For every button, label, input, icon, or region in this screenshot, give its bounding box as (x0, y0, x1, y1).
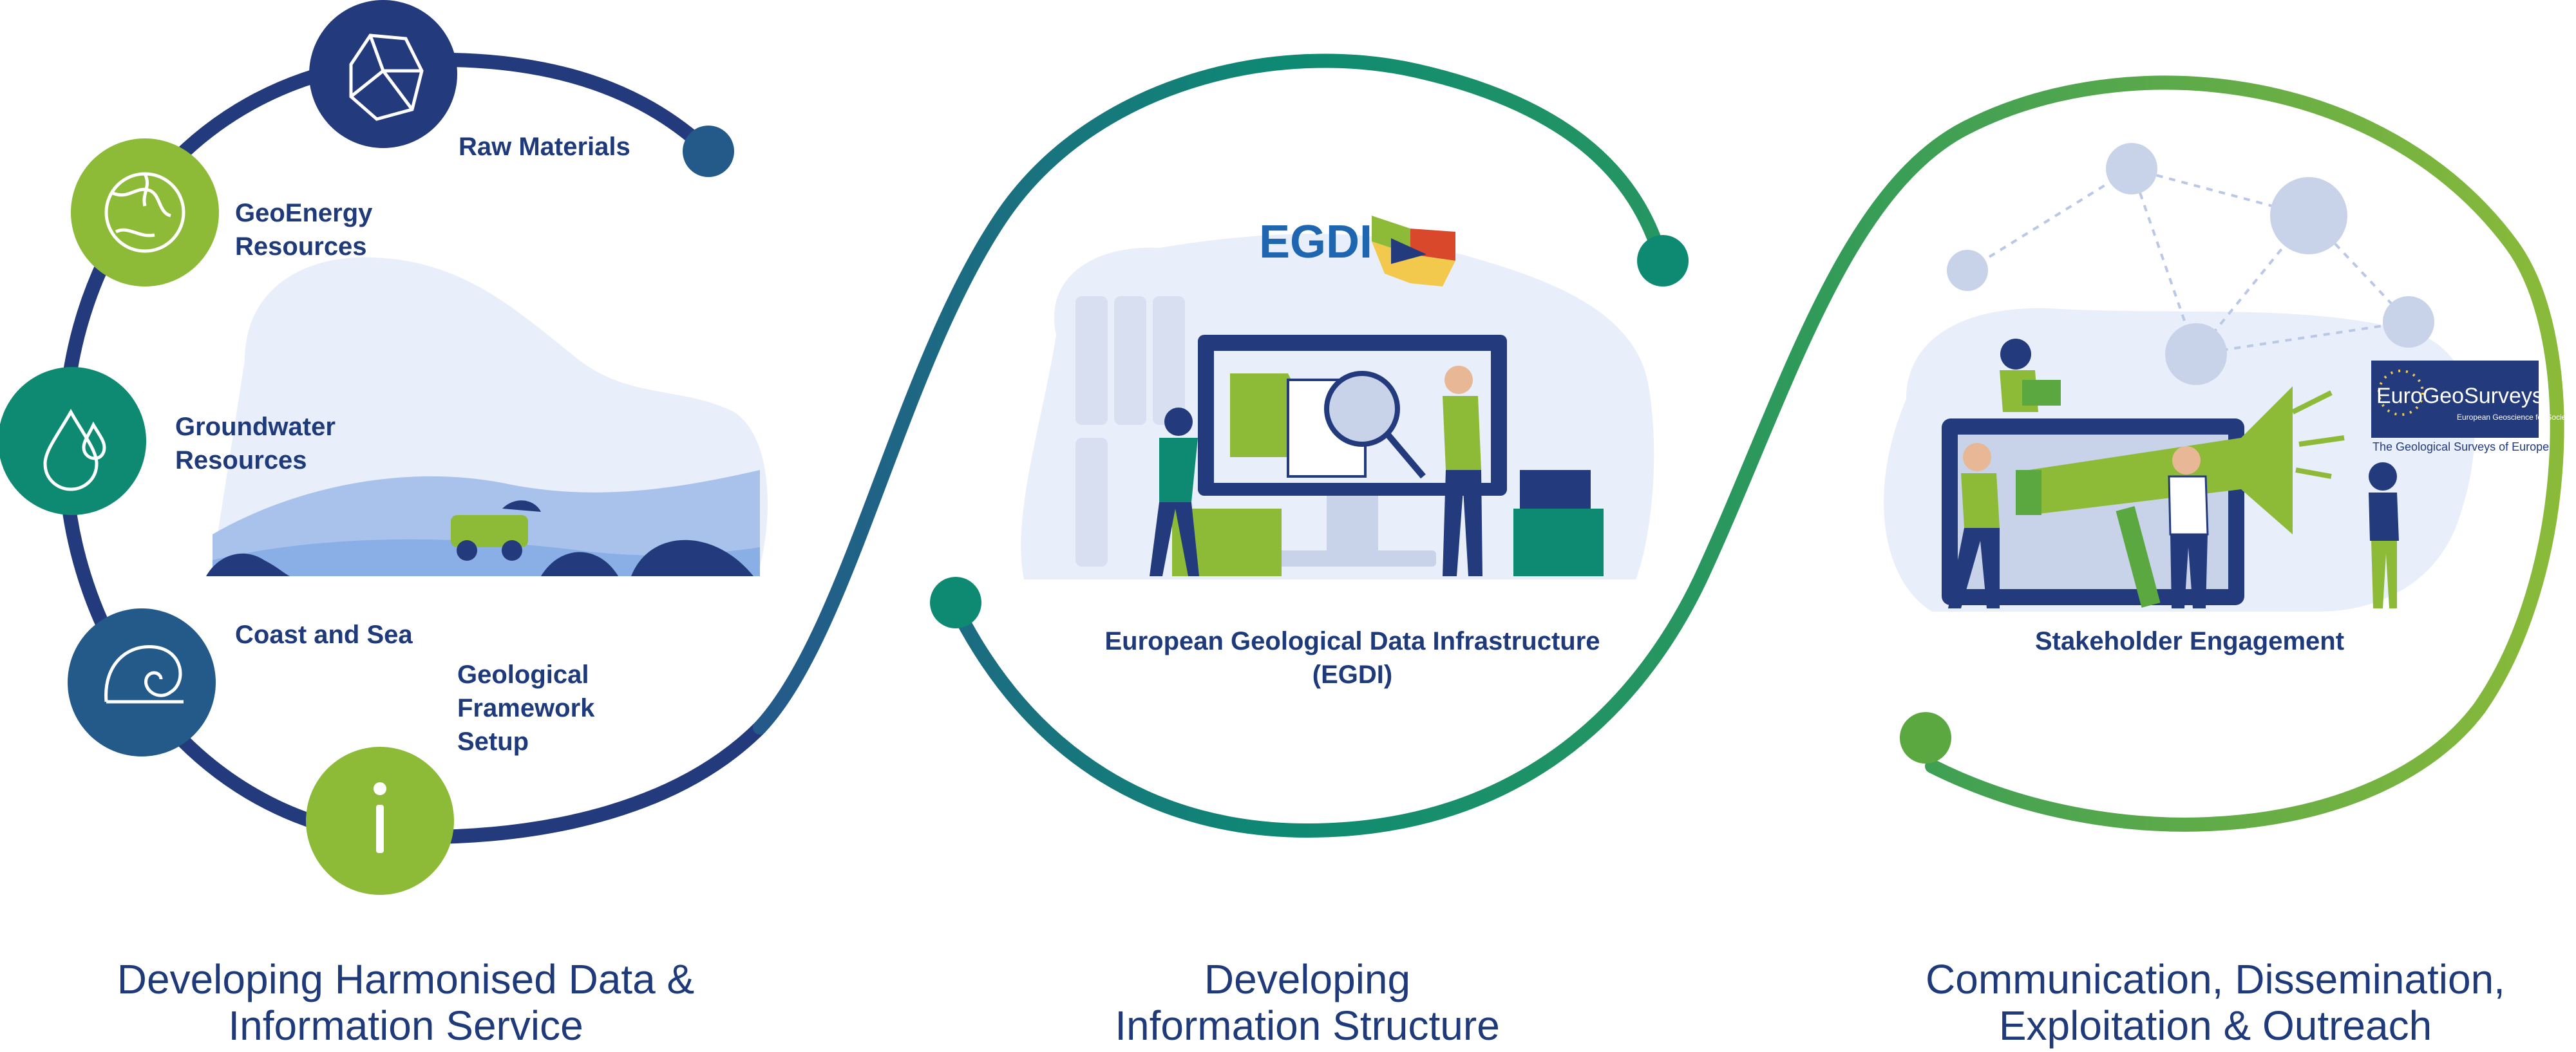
groundwater-node (0, 367, 146, 515)
egdi-label-line2: (EGDI) (1312, 661, 1393, 689)
egdi-illustration (1021, 234, 1654, 579)
section3-caption: Communication, Dissemination, Exploitati… (1868, 956, 2563, 1049)
raw-materials-node (309, 0, 457, 148)
stakeholder-engagement-label: Stakeholder Engagement (2034, 627, 2345, 655)
eurogeosurveys-tagline: The Geological Surveys of Europe (2372, 440, 2549, 453)
geoenergy-node (71, 138, 219, 286)
coast-and-sea-node (68, 608, 216, 756)
egdi-logo: EGDI (1259, 216, 1372, 268)
geological-framework-label: Geological Framework Setup (457, 661, 595, 756)
flow-line-connector-1 (753, 53, 1669, 735)
rock-icon (349, 33, 424, 121)
flow-endpoint-dot (1637, 235, 1689, 286)
flow-line-section2 (946, 75, 2564, 838)
section2-caption-line1: Developing (1204, 956, 1411, 1002)
eurogeosurveys-logo: EuroGeoSurveys European Geoscience for S… (2371, 361, 2572, 453)
section1-caption-line2: Information Service (228, 1002, 583, 1049)
groundwater-label: Groundwater Resources (175, 413, 336, 474)
section1-caption: Developing Harmonised Data & Information… (52, 956, 760, 1049)
egdi-label-line1: European Geological Data Infrastructure (1104, 627, 1600, 655)
user-avatar-icon (1947, 143, 2434, 385)
flow-endpoint-dot (1900, 712, 1951, 764)
raw-materials-label: Raw Materials (459, 133, 630, 161)
egdi-label: European Geological Data Infrastructure … (1030, 625, 1674, 691)
info-icon (374, 782, 386, 853)
section3-caption-line2: Exploitation & Outreach (1998, 1002, 2432, 1049)
flow-endpoint-dot (683, 126, 734, 177)
svg-text:EuroGeoSurveys: EuroGeoSurveys (2376, 384, 2543, 408)
egdi-logo-cube-icon (1372, 216, 1455, 286)
ammonite-shell-icon (104, 644, 184, 704)
coast-and-sea-label: Coast and Sea (235, 621, 413, 649)
flow-endpoint-dot (930, 577, 981, 628)
svg-text:European Geoscience for Societ: European Geoscience for Society (2457, 413, 2572, 422)
section3-caption-line1: Communication, Dissemination, (1926, 956, 2505, 1002)
stakeholder-illustration (1884, 143, 2475, 612)
geoenergy-label: GeoEnergy Resources (235, 199, 373, 261)
eurogeosurveys-logo-subtitle: European Geoscience for Society (2457, 413, 2572, 422)
landscape-illustration (206, 257, 768, 576)
section1-caption-line1: Developing Harmonised Data & (117, 956, 695, 1002)
water-drops-icon (43, 408, 106, 491)
globe-icon (104, 172, 185, 253)
section2-caption-line2: Information Structure (1115, 1002, 1500, 1049)
section2-caption: Developing Information Structure (985, 956, 1629, 1049)
